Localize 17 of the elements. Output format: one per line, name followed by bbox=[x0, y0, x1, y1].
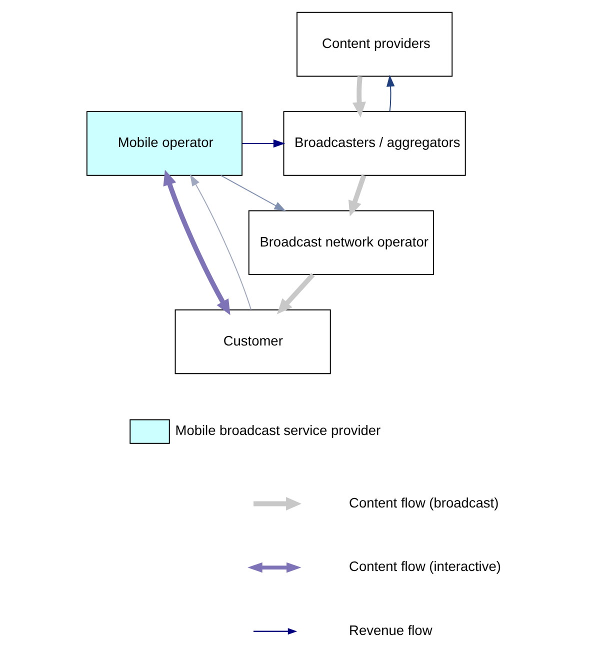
legend-label: Content flow (interactive) bbox=[349, 559, 501, 574]
node-box: Mobile operator bbox=[86, 111, 243, 176]
legend-label: Revenue flow bbox=[349, 622, 432, 638]
arrow bbox=[242, 139, 286, 148]
node-box: Broadcast network operator bbox=[248, 210, 434, 275]
node-box: Broadcasters / aggregators bbox=[283, 111, 466, 176]
legend-label: Mobile broadcast service provider bbox=[175, 423, 381, 438]
arrow bbox=[163, 170, 230, 316]
arrow bbox=[276, 272, 315, 314]
node-box: Customer bbox=[174, 309, 331, 374]
arrow bbox=[220, 174, 286, 212]
arrow bbox=[386, 74, 395, 112]
legend-label: Content flow (broadcast) bbox=[349, 495, 499, 510]
arrow bbox=[352, 76, 366, 118]
node-box: Content providers bbox=[296, 12, 453, 77]
arrow bbox=[348, 174, 366, 216]
arrow bbox=[190, 174, 252, 310]
